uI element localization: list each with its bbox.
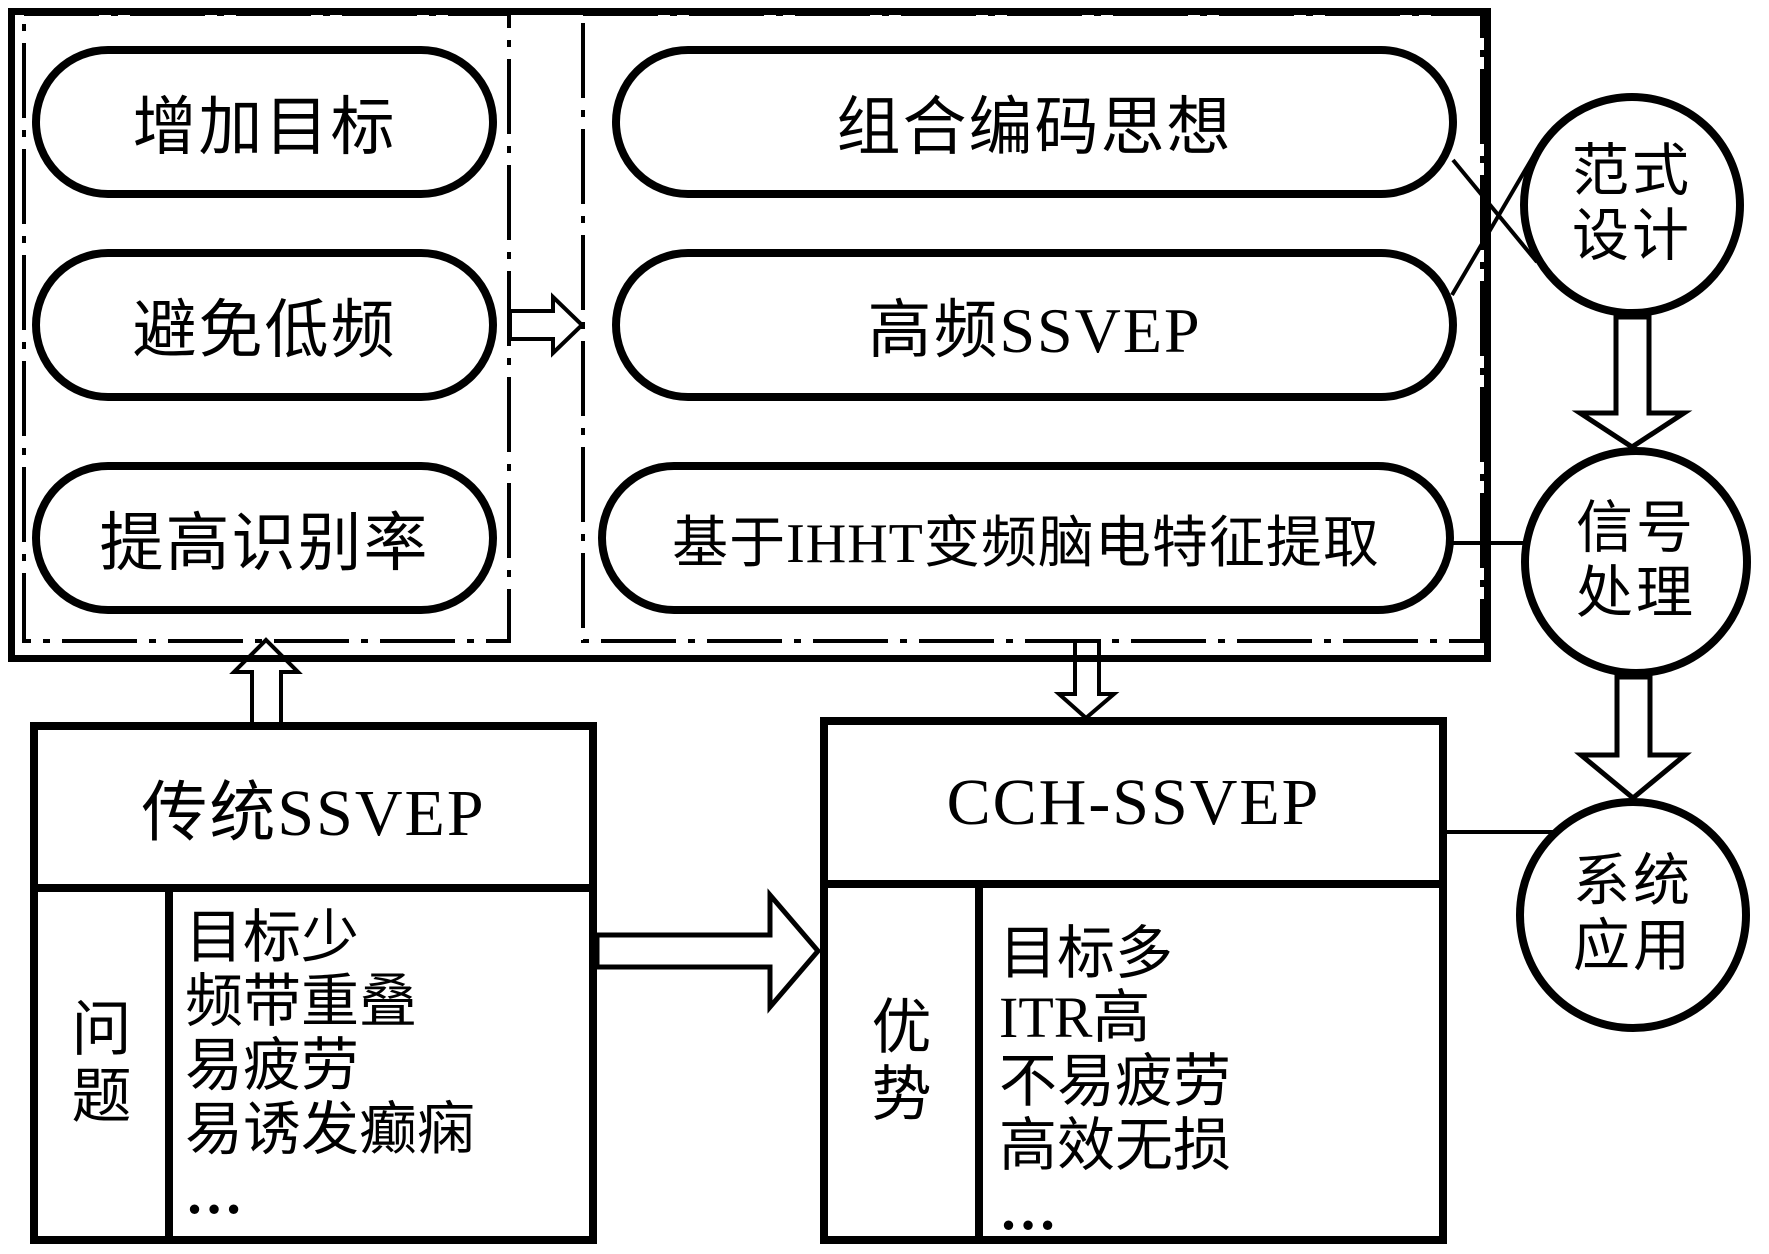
circle-system-application-line2: 应用 xyxy=(1573,915,1693,978)
circle-signal-processing-line2: 处理 xyxy=(1576,562,1696,625)
pill-ihht-feature-extraction-label: 基于IHHT变频脑电特征提取 xyxy=(672,512,1380,575)
list-item: ITR高 xyxy=(999,985,1151,1050)
list-item: 不易疲劳 xyxy=(999,1049,1232,1114)
circle-signal-processing-line1: 信号 xyxy=(1576,497,1696,561)
cch-ssvep-body: 优势 目标多 ITR高 不易疲劳 高效无损 … xyxy=(828,888,1439,1242)
pill-increase-targets: 增加目标 xyxy=(32,46,497,198)
pill-ihht-feature-extraction: 基于IHHT变频脑电特征提取 xyxy=(598,462,1454,614)
arrow-paradigm-to-signal-icon xyxy=(1571,314,1693,450)
arrow-traditional-to-cch-icon xyxy=(594,888,822,1014)
cch-ssvep-title: CCH-SSVEP xyxy=(828,725,1439,888)
cch-row-label: 优势 xyxy=(871,994,932,1128)
circle-paradigm-design-line1: 范式 xyxy=(1572,140,1692,204)
list-item: 易诱发癫痫 xyxy=(185,1097,476,1162)
list-item: 易疲劳 xyxy=(185,1033,360,1098)
traditional-problem-list: 目标少 频带重叠 易疲劳 易诱发癫痫 … xyxy=(173,892,589,1236)
traditional-ssvep-title: 传统SSVEP xyxy=(38,730,589,892)
box-cch-ssvep: CCH-SSVEP 优势 目标多 ITR高 不易疲劳 高效无损 … xyxy=(820,717,1447,1244)
list-item: 目标少 xyxy=(185,905,360,970)
pill-improve-recognition-rate: 提高识别率 xyxy=(32,462,497,614)
circle-signal-processing: 信号 处理 xyxy=(1521,447,1751,677)
arrow-lowfreq-to-highfreq-icon xyxy=(508,292,585,358)
list-item: 高效无损 xyxy=(999,1113,1232,1178)
list-item-ellipsis: … xyxy=(999,1177,1061,1242)
line-coding-to-paradigm xyxy=(1451,158,1539,264)
pill-high-frequency-ssvep: 高频SSVEP xyxy=(612,249,1457,401)
circle-paradigm-design: 范式 设计 xyxy=(1520,93,1744,317)
pill-avoid-low-frequency-label: 避免低频 xyxy=(132,295,397,366)
circle-system-application-line1: 系统 xyxy=(1573,850,1693,914)
box-traditional-ssvep: 传统SSVEP 问题 目标少 频带重叠 易疲劳 易诱发癫痫 … xyxy=(30,722,597,1244)
pill-combination-coding: 组合编码思想 xyxy=(612,46,1457,198)
list-item: 目标多 xyxy=(999,921,1174,986)
pill-increase-targets-label: 增加目标 xyxy=(132,92,397,163)
cch-advantage-list: 目标多 ITR高 不易疲劳 高效无损 … xyxy=(983,888,1439,1242)
traditional-row-label: 问题 xyxy=(71,996,132,1130)
circle-paradigm-design-line2: 设计 xyxy=(1572,205,1692,268)
pill-improve-recognition-rate-label: 提高识别率 xyxy=(99,508,430,579)
arrow-signal-to-system-icon xyxy=(1574,674,1692,802)
traditional-row-label-cell: 问题 xyxy=(38,892,173,1236)
arrow-panel-down-to-cch-icon xyxy=(1053,639,1120,721)
traditional-ssvep-body: 问题 目标少 频带重叠 易疲劳 易诱发癫痫 … xyxy=(38,892,589,1236)
cch-row-label-cell: 优势 xyxy=(828,888,983,1236)
pill-high-frequency-ssvep-label: 高频SSVEP xyxy=(867,295,1202,366)
pill-combination-coding-label: 组合编码思想 xyxy=(836,92,1233,163)
top-panel-frame xyxy=(8,8,1491,662)
circle-system-application: 系统 应用 xyxy=(1516,798,1750,1032)
list-item: 频带重叠 xyxy=(185,969,418,1034)
pill-avoid-low-frequency: 避免低频 xyxy=(32,249,497,401)
list-item-ellipsis: … xyxy=(185,1161,247,1226)
line-highfreq-to-paradigm xyxy=(1450,148,1539,297)
